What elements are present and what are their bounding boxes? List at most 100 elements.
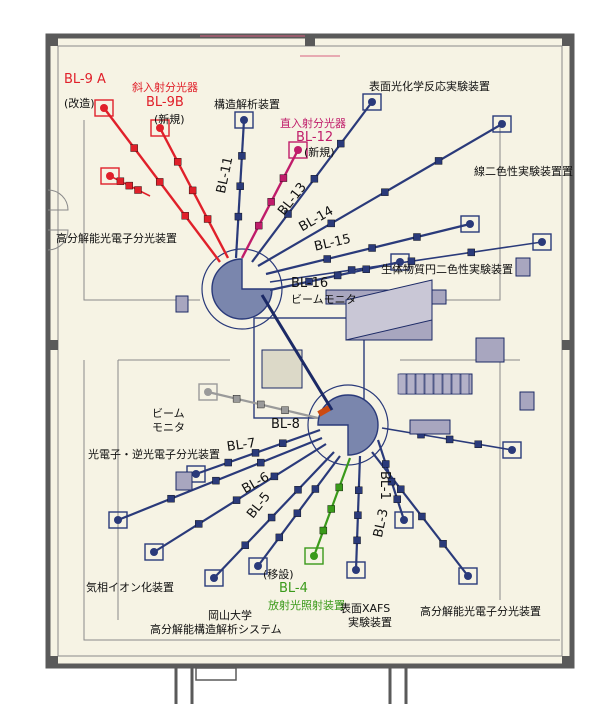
endstation-core-bl6 (114, 516, 122, 524)
beamline-component-bl5b (311, 485, 320, 493)
beamline-component-bl2 (397, 485, 405, 493)
endstation-bl3 (346, 561, 366, 579)
beamline-component-bl12 (267, 198, 275, 206)
structure-analysis-label: 構造解析装置 (214, 98, 280, 111)
endstation-core-bl6b (150, 548, 158, 556)
endstation-bl5b (248, 557, 268, 575)
endstation-core-bl7 (192, 470, 200, 478)
irradiation-label: 放射光照射装置 (268, 599, 345, 612)
beamline-component-bl16 (333, 271, 342, 280)
linear-dichroism-label: 線二色性実験装置置 (474, 165, 573, 178)
endstation-core-bl3 (352, 566, 360, 574)
endstation-core-bl15 (466, 220, 474, 228)
beamline-component-bl12 (255, 221, 263, 230)
floor-equipment-5 (519, 391, 535, 411)
endstation-bl6b (144, 543, 164, 561)
surface-xafs-label-2: 実験装置 (348, 616, 392, 629)
beamline-component-bl16 (362, 265, 370, 273)
bl9b-device-label: 斜入射分光器 (132, 81, 198, 94)
endstation-bl9a-side (100, 167, 120, 185)
wall-pillar-0 (48, 36, 58, 46)
endstation-bl2 (458, 567, 478, 585)
beamline-component-bl14 (381, 188, 389, 196)
beamline-component-bl6b (270, 472, 279, 481)
beamline-component-bl4 (319, 526, 328, 535)
hatched-area (345, 279, 433, 341)
bl9a-label: BL-9 A (64, 72, 106, 87)
endstation-core-bl11 (240, 116, 248, 124)
beamline-component-bl6b (195, 520, 203, 528)
endstation-bl9b (150, 119, 170, 137)
gas-ionization-label: 気相イオン化装置 (86, 581, 174, 594)
beamline-component-bl13 (284, 210, 292, 218)
endstation-core-bl5 (210, 574, 218, 582)
endstation-core-bl16 (396, 258, 404, 266)
beamline-component-bl1 (387, 477, 396, 486)
bl9b-label: BL-9B (146, 95, 184, 110)
surface-xafs-label-1: 表面XAFS (340, 602, 391, 615)
beamline-component-bl15 (368, 244, 376, 252)
surface-chem-label: 表面光化学反応実験装置 (369, 80, 490, 93)
endstation-core-bl9a (100, 104, 108, 112)
rack-5 (442, 373, 452, 395)
okayama-label-1: 岡山大学 (208, 609, 252, 622)
floor-equipment-7 (175, 471, 193, 491)
beamline-component-bl6b (232, 496, 241, 504)
beamline-bl6 (117, 436, 323, 522)
beam-monitor-upper-label: ビームモニタ (291, 293, 357, 306)
endstation-bl11 (234, 111, 254, 129)
beamline-component-bl15b (467, 248, 475, 257)
beamline-component-bl9a (181, 212, 189, 220)
central-block (261, 349, 303, 389)
beamline-component-bl9a (130, 144, 138, 152)
beamline-component-bl2 (418, 512, 426, 521)
biomaterial-cd-label: 生体物質円二色性実験装置 (381, 263, 513, 276)
beamline-component-bl1 (382, 460, 390, 468)
endstation-core-bl5b (254, 562, 262, 570)
transport-line (260, 294, 334, 411)
endstation-bl14 (492, 115, 512, 133)
beamline-component-bl7 (251, 449, 260, 457)
endstation-core-bl14 (498, 120, 506, 128)
endstation-bl4 (304, 547, 324, 565)
beamline-component-bl9a-side (134, 186, 142, 194)
beamline-component-bl7 (224, 458, 232, 467)
endstation-bl16 (390, 253, 410, 271)
floor-equipment-8 (515, 257, 531, 277)
endstation-bl12 (288, 141, 308, 159)
beamline-component-bl2 (439, 540, 447, 548)
relocated-note: (移設) (263, 568, 294, 581)
beamline-component-bl11 (234, 212, 243, 221)
endstation-core-bl8 (204, 388, 212, 396)
beam-monitor-lower-label-1: ビーム (152, 407, 185, 420)
beamline-component-bl9b (203, 215, 212, 223)
endstation-core-bl9b (156, 124, 164, 132)
beamline-component-bl9a-side (125, 181, 133, 190)
beamline-component-bl1 (393, 495, 401, 503)
endstation-bl1 (394, 511, 414, 529)
floor-equipment-0 (175, 295, 189, 313)
endstation-core-bl1 (400, 516, 408, 524)
endstation-bl6 (108, 511, 128, 529)
endstation-bl9a (94, 99, 114, 117)
endstation-core-bl4 (310, 552, 318, 560)
wall-pillar-5 (48, 340, 58, 350)
beamline-component-bl9a (155, 178, 164, 186)
wall-pillar-1 (562, 36, 572, 46)
rack-0 (397, 373, 407, 395)
beamline-component-bl5 (241, 541, 249, 549)
beamline-component-bl5b (275, 533, 284, 542)
beamline-component-bl9b (188, 186, 197, 195)
beamline-component-bl11 (238, 152, 246, 160)
beamline-component-bl13 (337, 139, 345, 148)
beamline-component-bl9a-side (116, 177, 125, 185)
bl16-label: BL-16 (291, 276, 329, 291)
rack-4 (433, 373, 443, 395)
wall-pillar-6 (562, 340, 572, 350)
rack-7 (460, 373, 470, 395)
beamline-component-bl3 (354, 511, 362, 519)
beamline-component-bl-right (445, 435, 454, 444)
beam-monitor-lower-label-2: モニタ (152, 421, 185, 434)
bl12-label: BL-12 (296, 130, 334, 145)
